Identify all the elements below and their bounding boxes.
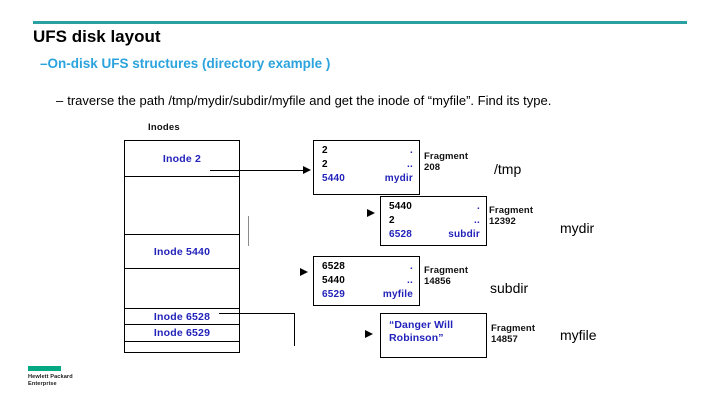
fragment-content-line1: “Danger Will: [389, 319, 454, 331]
page-title: UFS disk layout: [33, 27, 161, 46]
inode-table: Inode 2 Inode 5440 Inode 6528 Inode 6529: [124, 140, 240, 353]
dir-entry: 5440 ..: [322, 274, 413, 288]
dir-entry-name: mydir: [384, 172, 413, 184]
fragment-label-208: Fragment 208: [424, 151, 469, 174]
dir-entry-name: ..: [407, 158, 413, 170]
fragment-box-14856: 6528 . 5440 .. 6529 myfile: [313, 256, 420, 306]
fragment-label-12392: Fragment 12392: [489, 205, 534, 228]
body-bullet: –traverse the path /tmp/mydir/subdir/myf…: [56, 92, 716, 111]
fragment-content-line2: Robinson”: [389, 332, 444, 345]
fragment-label-word: Fragment: [424, 151, 469, 162]
inode-row: Inode 2: [125, 141, 239, 177]
inode-row: [125, 342, 239, 352]
fragment-label-14857: Fragment 14857: [491, 323, 536, 346]
dir-entry-inum: 2: [389, 214, 395, 226]
dir-entry: 2 ..: [322, 158, 413, 172]
dir-entry-name: .: [410, 261, 413, 272]
hpe-logo-line2: Enterprise: [28, 380, 57, 387]
arrow-head-fragment-14857: [365, 330, 373, 338]
dir-entry-name: subdir: [448, 228, 480, 240]
path-label-myfile: myfile: [560, 327, 597, 343]
hpe-logo: Hewlett Packard Enterprise: [28, 366, 73, 388]
connector-inode6529-v: [294, 313, 296, 346]
connector-inode2: [210, 170, 303, 172]
dir-entry: 6528 subdir: [389, 228, 480, 242]
inode-row-label: Inode 2: [162, 152, 202, 165]
dir-entry: 6528 .: [322, 260, 413, 274]
inode-row: [125, 269, 239, 309]
title-rule: [33, 21, 687, 24]
inode-row-label: Inode 6528: [153, 310, 211, 323]
fragment-box-208: 2 . 2 .. 5440 mydir: [313, 140, 420, 195]
dir-entry: 6529 myfile: [322, 288, 413, 302]
dir-entry: 5440 .: [389, 200, 480, 214]
path-label-mydir: mydir: [560, 220, 595, 236]
dir-entry-name: ..: [407, 274, 413, 286]
hpe-logo-text: Hewlett Packard Enterprise: [28, 374, 73, 388]
fragment-label-word: Fragment: [424, 265, 469, 276]
dir-entry-inum: 5440: [322, 274, 346, 286]
path-label-tmp: /tmp: [494, 161, 522, 177]
fragment-label-word: Fragment: [491, 323, 536, 334]
fragment-label-number: 208: [424, 161, 441, 173]
fragment-label-word: Fragment: [489, 205, 534, 216]
dir-entry-name: myfile: [382, 288, 413, 300]
fragment-label-number: 12392: [489, 215, 516, 227]
dir-entry-inum: 6528: [389, 228, 413, 240]
dir-entry-inum: 2: [322, 158, 328, 170]
arrow-head-inode2: [303, 166, 311, 174]
dir-entry-inum: 5440: [322, 172, 346, 184]
fragment-box-14857: “Danger Will Robinson”: [380, 313, 487, 358]
hpe-logo-line1: Hewlett Packard: [28, 374, 73, 380]
dir-entry-inum: 6529: [322, 288, 346, 300]
hpe-logo-bar-icon: [28, 366, 61, 371]
dir-entry-name: .: [477, 201, 480, 212]
dir-entry-name: ..: [474, 214, 480, 226]
dir-entry-name: .: [410, 145, 413, 156]
path-label-subdir: subdir: [490, 280, 529, 296]
fragment-label-number: 14857: [491, 333, 518, 345]
fragment-label-number: 14856: [424, 275, 451, 287]
inode-row: Inode 6529: [125, 325, 239, 342]
body-bullet-text: traverse the path /tmp/mydir/subdir/myfi…: [67, 93, 552, 108]
arrow-head-fragment-14856: [300, 268, 308, 276]
inode-row: [125, 177, 239, 235]
fragment-label-14856: Fragment 14856: [424, 265, 469, 288]
body-bullet-dash: –: [56, 93, 64, 108]
inode-row: Inode 6528: [125, 309, 239, 325]
dir-entry-inum: 6528: [322, 261, 346, 272]
dir-entry-inum: 2: [322, 145, 328, 156]
connector-stub: [248, 216, 250, 246]
arrow-head-fragment-12392: [367, 209, 375, 217]
inode-row-label: Inode 5440: [153, 245, 211, 258]
inode-row: Inode 5440: [125, 235, 239, 269]
dir-entry: 2 ..: [389, 214, 480, 228]
inodes-caption: Inodes: [148, 122, 180, 133]
inode-row-label: Inode 6529: [153, 327, 211, 339]
connector-inode6529-h: [219, 313, 295, 315]
dir-entry: 5440 mydir: [322, 172, 413, 186]
dir-entry-inum: 5440: [389, 201, 413, 212]
fragment-box-12392: 5440 . 2 .. 6528 subdir: [380, 196, 487, 246]
sub-heading: –On-disk UFS structures (directory examp…: [40, 56, 331, 71]
dir-entry: 2 .: [322, 144, 413, 158]
